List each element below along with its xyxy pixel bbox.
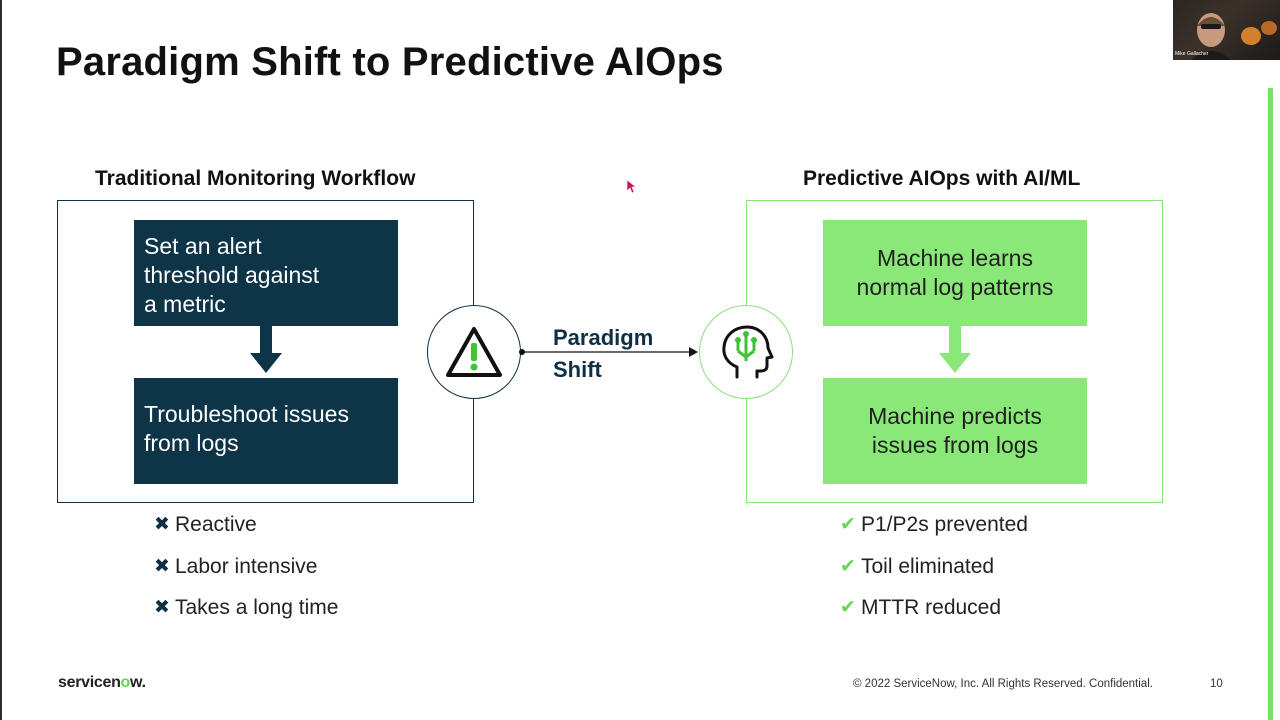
alert-threshold-box: Set an alert threshold against a metric [134,220,398,326]
box-line: threshold against [144,262,320,288]
shift-arrow [519,347,698,357]
troubleshoot-box: Troubleshoot issues from logs [134,378,398,484]
down-arrow-icon [250,325,282,373]
predicts-issues-box: Machine predicts issues from logs [823,378,1087,484]
logo-text: w. [130,674,146,691]
check-mark-icon: ✔ [840,514,856,535]
box-line: from logs [144,430,239,456]
webcam-video[interactable]: Mike Gallacher [1173,0,1280,60]
predictive-aiops-panel: Machine learns normal log patterns Machi… [746,200,1163,503]
bullet-text: MTTR reduced [861,596,1002,619]
x-mark-icon: ✖ [154,555,170,577]
servicenow-logo: servicenow. [58,674,146,692]
mouse-cursor-icon [627,180,637,194]
list-item: ✖Reactive [154,510,338,552]
webcam-name-label: Mike Gallacher [1175,51,1209,57]
box-line: Set an alert [144,233,262,259]
right-column-heading: Predictive AIOps with AI/ML [803,167,1081,190]
learns-patterns-box: Machine learns normal log patterns [823,220,1087,326]
check-mark-icon: ✔ [840,597,856,618]
box-line: normal log patterns [856,274,1054,300]
ai-head-circle [699,305,793,399]
slide-title: Paradigm Shift to Predictive AIOps [56,40,724,84]
left-column-heading: Traditional Monitoring Workflow [95,167,416,190]
traditional-workflow-panel: Set an alert threshold against a metric … [57,200,474,503]
shift-line: Shift [553,357,602,382]
x-mark-icon: ✖ [154,597,170,618]
bullet-text: Reactive [175,513,257,536]
slide-right-accent-bar [1268,88,1273,720]
warning-triangle-icon [446,327,502,377]
slide-left-border [0,0,2,720]
check-mark-icon: ✔ [840,555,856,577]
presenter-avatar [1191,13,1277,60]
shift-line: Paradigm [553,325,654,350]
logo-o: o [120,674,131,691]
list-item: ✔MTTR reduced [840,593,1028,635]
copyright-notice: © 2022 ServiceNow, Inc. All Rights Reser… [853,678,1153,690]
box-line: Machine learns [877,245,1033,271]
box-line: Troubleshoot issues [144,401,349,427]
bullet-text: Labor intensive [175,554,318,578]
list-item: ✖Labor intensive [154,552,338,594]
list-item: ✖Takes a long time [154,593,338,635]
list-item: ✔P1/P2s prevented [840,510,1028,552]
ai-head-icon [722,325,774,379]
right-bullet-list: ✔P1/P2s prevented ✔Toil eliminated ✔MTTR… [840,510,1028,635]
box-line: a metric [144,291,226,317]
list-item: ✔Toil eliminated [840,552,1028,594]
box-line: issues from logs [871,432,1039,458]
box-line: Machine predicts [868,403,1042,429]
x-mark-icon: ✖ [154,514,170,535]
page-number: 10 [1210,678,1223,690]
paradigm-shift-label: Paradigm Shift [553,322,653,386]
bullet-text: Toil eliminated [861,554,995,578]
down-arrow-icon [939,325,971,373]
logo-text: servicen [58,674,121,691]
left-bullet-list: ✖Reactive ✖Labor intensive ✖Takes a long… [154,510,338,635]
bullet-text: P1/P2s prevented [861,513,1028,536]
bullet-text: Takes a long time [175,596,339,619]
warning-circle [427,305,521,399]
